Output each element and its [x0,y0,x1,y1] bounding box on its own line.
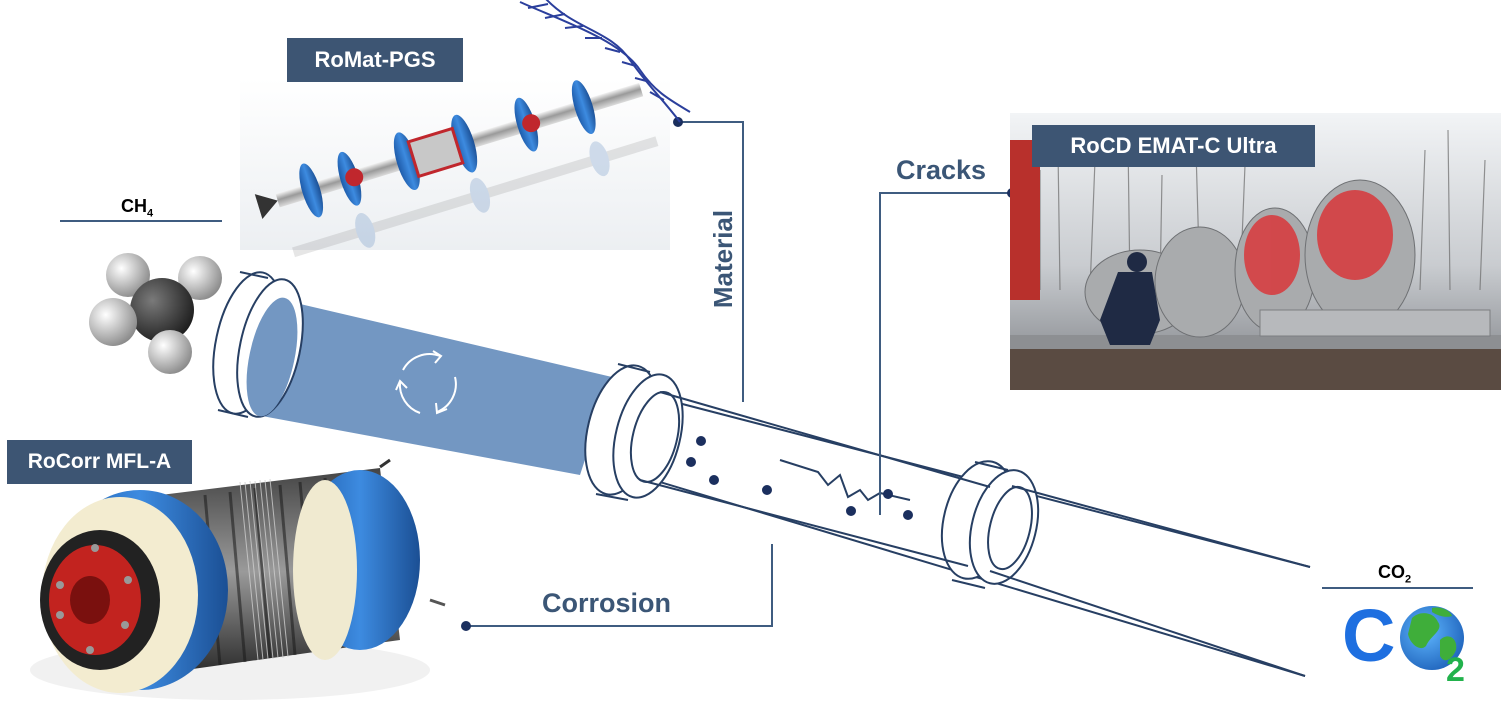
cracks-label: Cracks [896,155,987,185]
romat-pgs-label: RoMat-PGS [287,38,463,82]
methane-molecule-icon [89,253,222,374]
co2-base: CO [1378,562,1405,582]
connector-lines [60,121,1473,627]
co2-subscript: 2 [1405,573,1412,586]
rocorr-mfl-tool-image [30,458,446,700]
romat-pgs-tool-image [240,0,691,258]
methane-base: CH [121,196,147,216]
pipe-collar-middle [584,363,684,501]
pipe-collar-left [212,271,304,418]
co2-logo-c: C [1342,594,1396,677]
pipeline-pipe [212,271,1311,677]
recycle-arrows-icon [395,350,457,415]
co2-logo-subscript: 2 [1446,651,1465,689]
methane-subscript: 4 [147,207,154,220]
rocd-emat-label: RoCD EMAT-C Ultra [1032,125,1315,167]
earth-globe-icon [1400,606,1464,670]
methane-formula: CH4 [121,196,153,220]
defect-dots [686,436,913,520]
technician-figure [1100,252,1160,345]
co2-formula: CO2 [1378,562,1411,586]
rocorr-mfl-label: RoCorr MFL-A [7,440,192,484]
material-label: Material [708,209,738,309]
corrosion-label: Corrosion [542,588,672,618]
crack-line [779,459,911,502]
pipe-collar-right [940,460,1040,589]
dna-helix-icon [519,0,691,123]
